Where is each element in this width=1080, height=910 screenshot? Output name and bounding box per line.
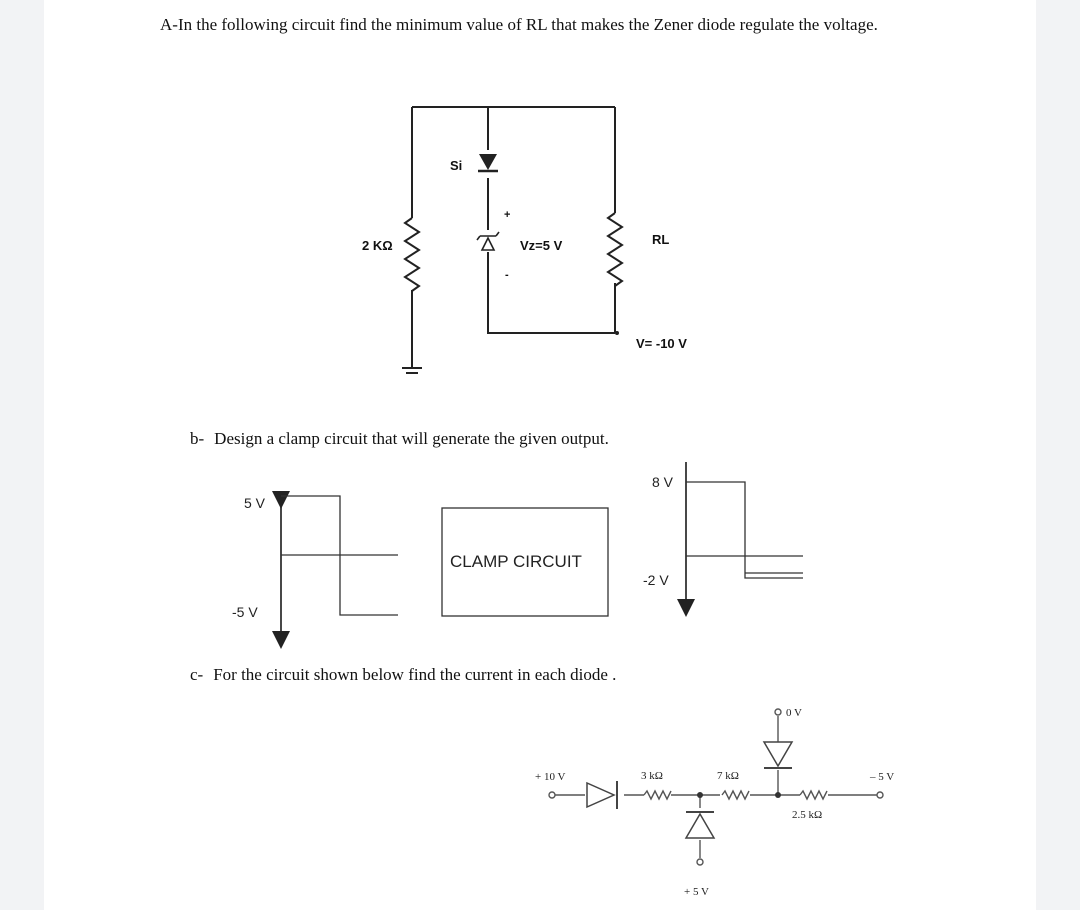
question-a: A-In the following circuit find the mini… [160, 14, 920, 35]
question-c-text: For the circuit shown below find the cur… [213, 665, 617, 684]
question-b: b- Design a clamp circuit that will gener… [190, 428, 609, 449]
question-c: c- For the circuit shown below find the c… [190, 664, 616, 685]
document-page [44, 0, 1036, 910]
question-a-text: A-In the following circuit find the mini… [160, 15, 878, 34]
question-c-label: c- [190, 665, 204, 684]
question-b-text: Design a clamp circuit that will generat… [214, 429, 609, 448]
question-b-label: b- [190, 429, 205, 448]
